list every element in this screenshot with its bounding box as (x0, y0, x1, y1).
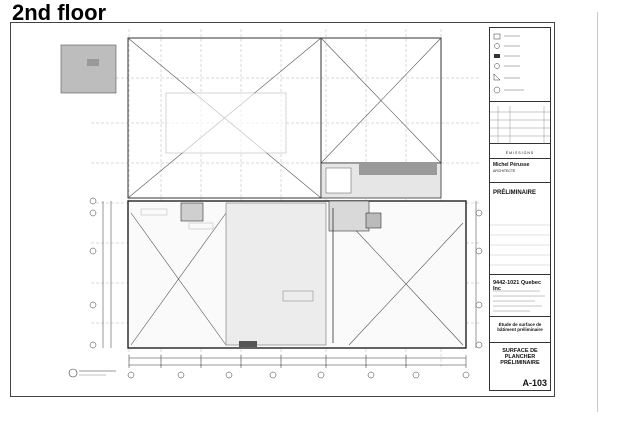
upper-right-roof (320, 37, 442, 164)
scale-legend (68, 368, 116, 378)
emissions-label: ÉMISSIONS (505, 151, 535, 155)
title-block: ÉMISSIONS Michel Pérusse ARCHITECTE PRÉL… (489, 27, 551, 391)
column-marker (269, 371, 277, 379)
column-marker (177, 371, 185, 379)
column-marker (412, 371, 420, 379)
revision-table (490, 102, 550, 144)
page-title: 2nd floor (12, 0, 107, 25)
upper-left-roof (127, 37, 322, 199)
client-block (490, 275, 550, 317)
sheet-number: A-103 (522, 378, 547, 388)
study-block (490, 317, 550, 343)
status-label: PRÉLIMINAIRE (493, 190, 537, 196)
column-marker (367, 371, 375, 379)
page-edge-divider (597, 12, 598, 412)
middle-connector (320, 162, 442, 199)
firm-subtitle: ARCHITECTE (493, 169, 516, 173)
column-markers (127, 371, 470, 379)
row-markers (89, 197, 483, 349)
lower-floor-outline (127, 200, 467, 349)
firm-block (490, 158, 550, 183)
legend-symbols (490, 28, 550, 102)
firm-name: Michel Pérusse (493, 162, 530, 168)
drawing-sheet: ÉMISSIONS Michel Pérusse ARCHITECTE PRÉL… (10, 22, 555, 397)
column-marker (462, 371, 470, 379)
column-marker (225, 371, 233, 379)
dimension-lines (102, 201, 477, 368)
drawing-title: SURFACE DE PLANCHER PRÉLIMINAIRE (500, 348, 540, 366)
column-marker (127, 371, 135, 379)
status-block (490, 183, 550, 275)
study-title: Étude de surface de bâtiment préliminair… (497, 322, 543, 332)
floor-plan-drawing (60, 29, 483, 379)
hatched-annex (60, 44, 117, 94)
column-marker (317, 371, 325, 379)
client-name: 9442-1021 Quebec Inc (493, 280, 542, 292)
